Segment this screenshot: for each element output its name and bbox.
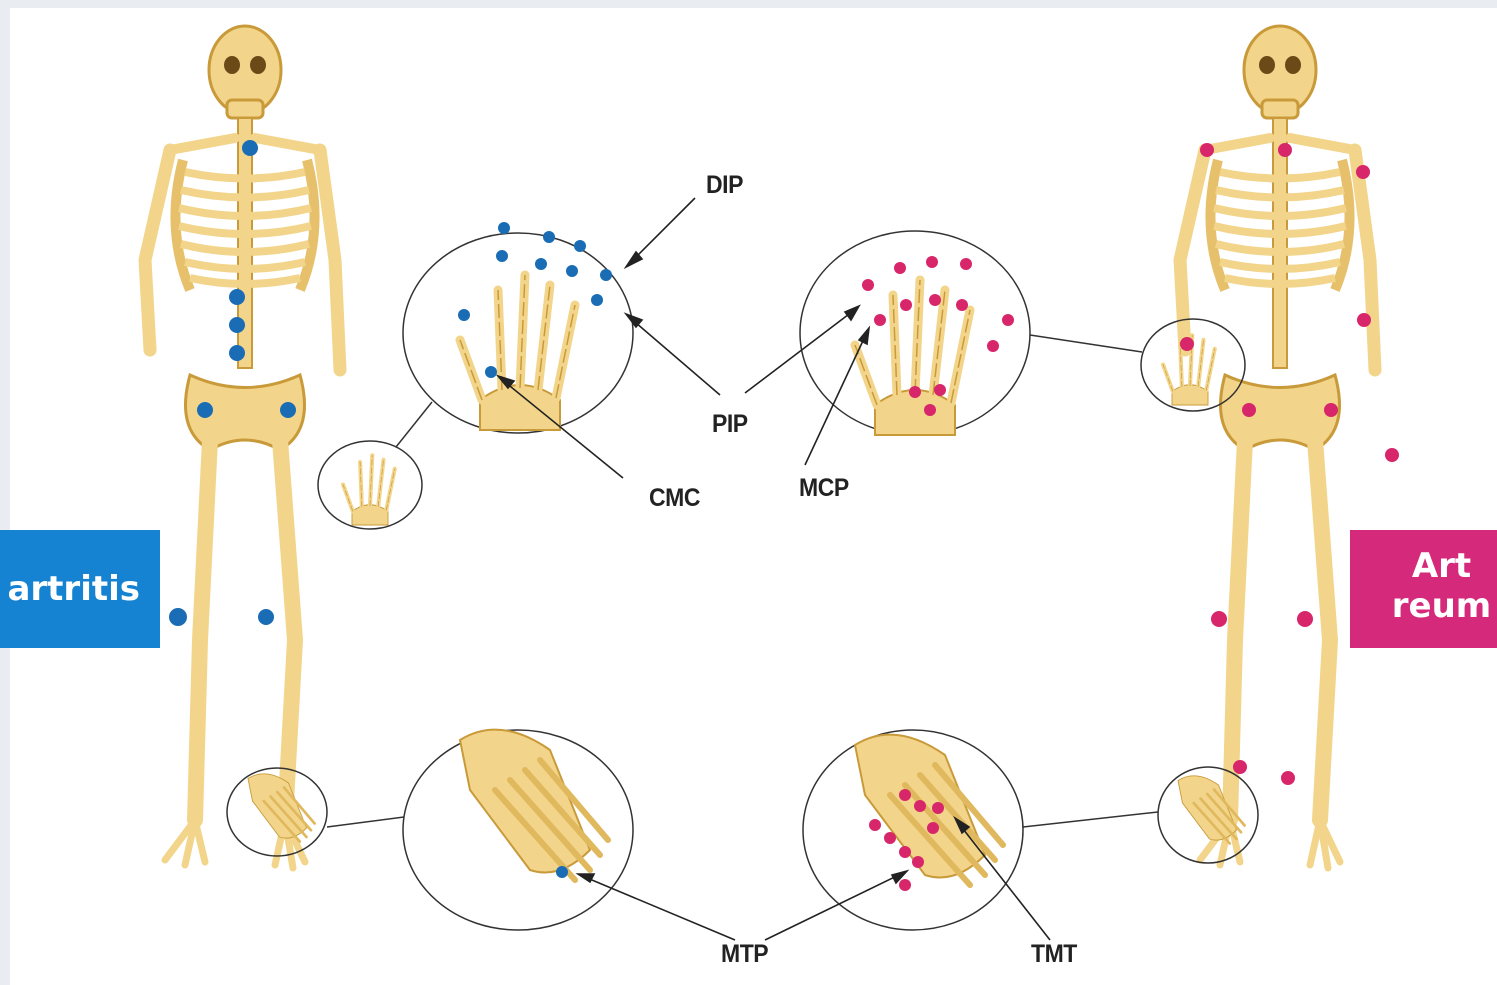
label-dip: DIP [706, 171, 743, 200]
osteoarthritis-label-text: artritis [7, 569, 140, 609]
rheumatoid-label-line1: Art [1386, 546, 1497, 586]
osteoarthritis-label: artritis [0, 530, 160, 648]
label-tmt: TMT [1031, 940, 1077, 969]
label-pip: PIP [712, 410, 748, 439]
rheumatoid-arthritis-label: Art reum [1350, 530, 1497, 648]
foot-bones-left-icon [460, 730, 608, 880]
skeleton-left-icon [145, 26, 340, 868]
label-cmc: CMC [649, 484, 700, 513]
label-mtp: MTP [721, 940, 768, 969]
foot-bones-right-icon [855, 735, 1003, 885]
label-mcp: MCP [799, 474, 849, 503]
rheumatoid-label-line2: reum [1386, 586, 1497, 626]
hand-bones-left-icon [460, 275, 575, 430]
hand-bones-right-icon [855, 280, 970, 435]
